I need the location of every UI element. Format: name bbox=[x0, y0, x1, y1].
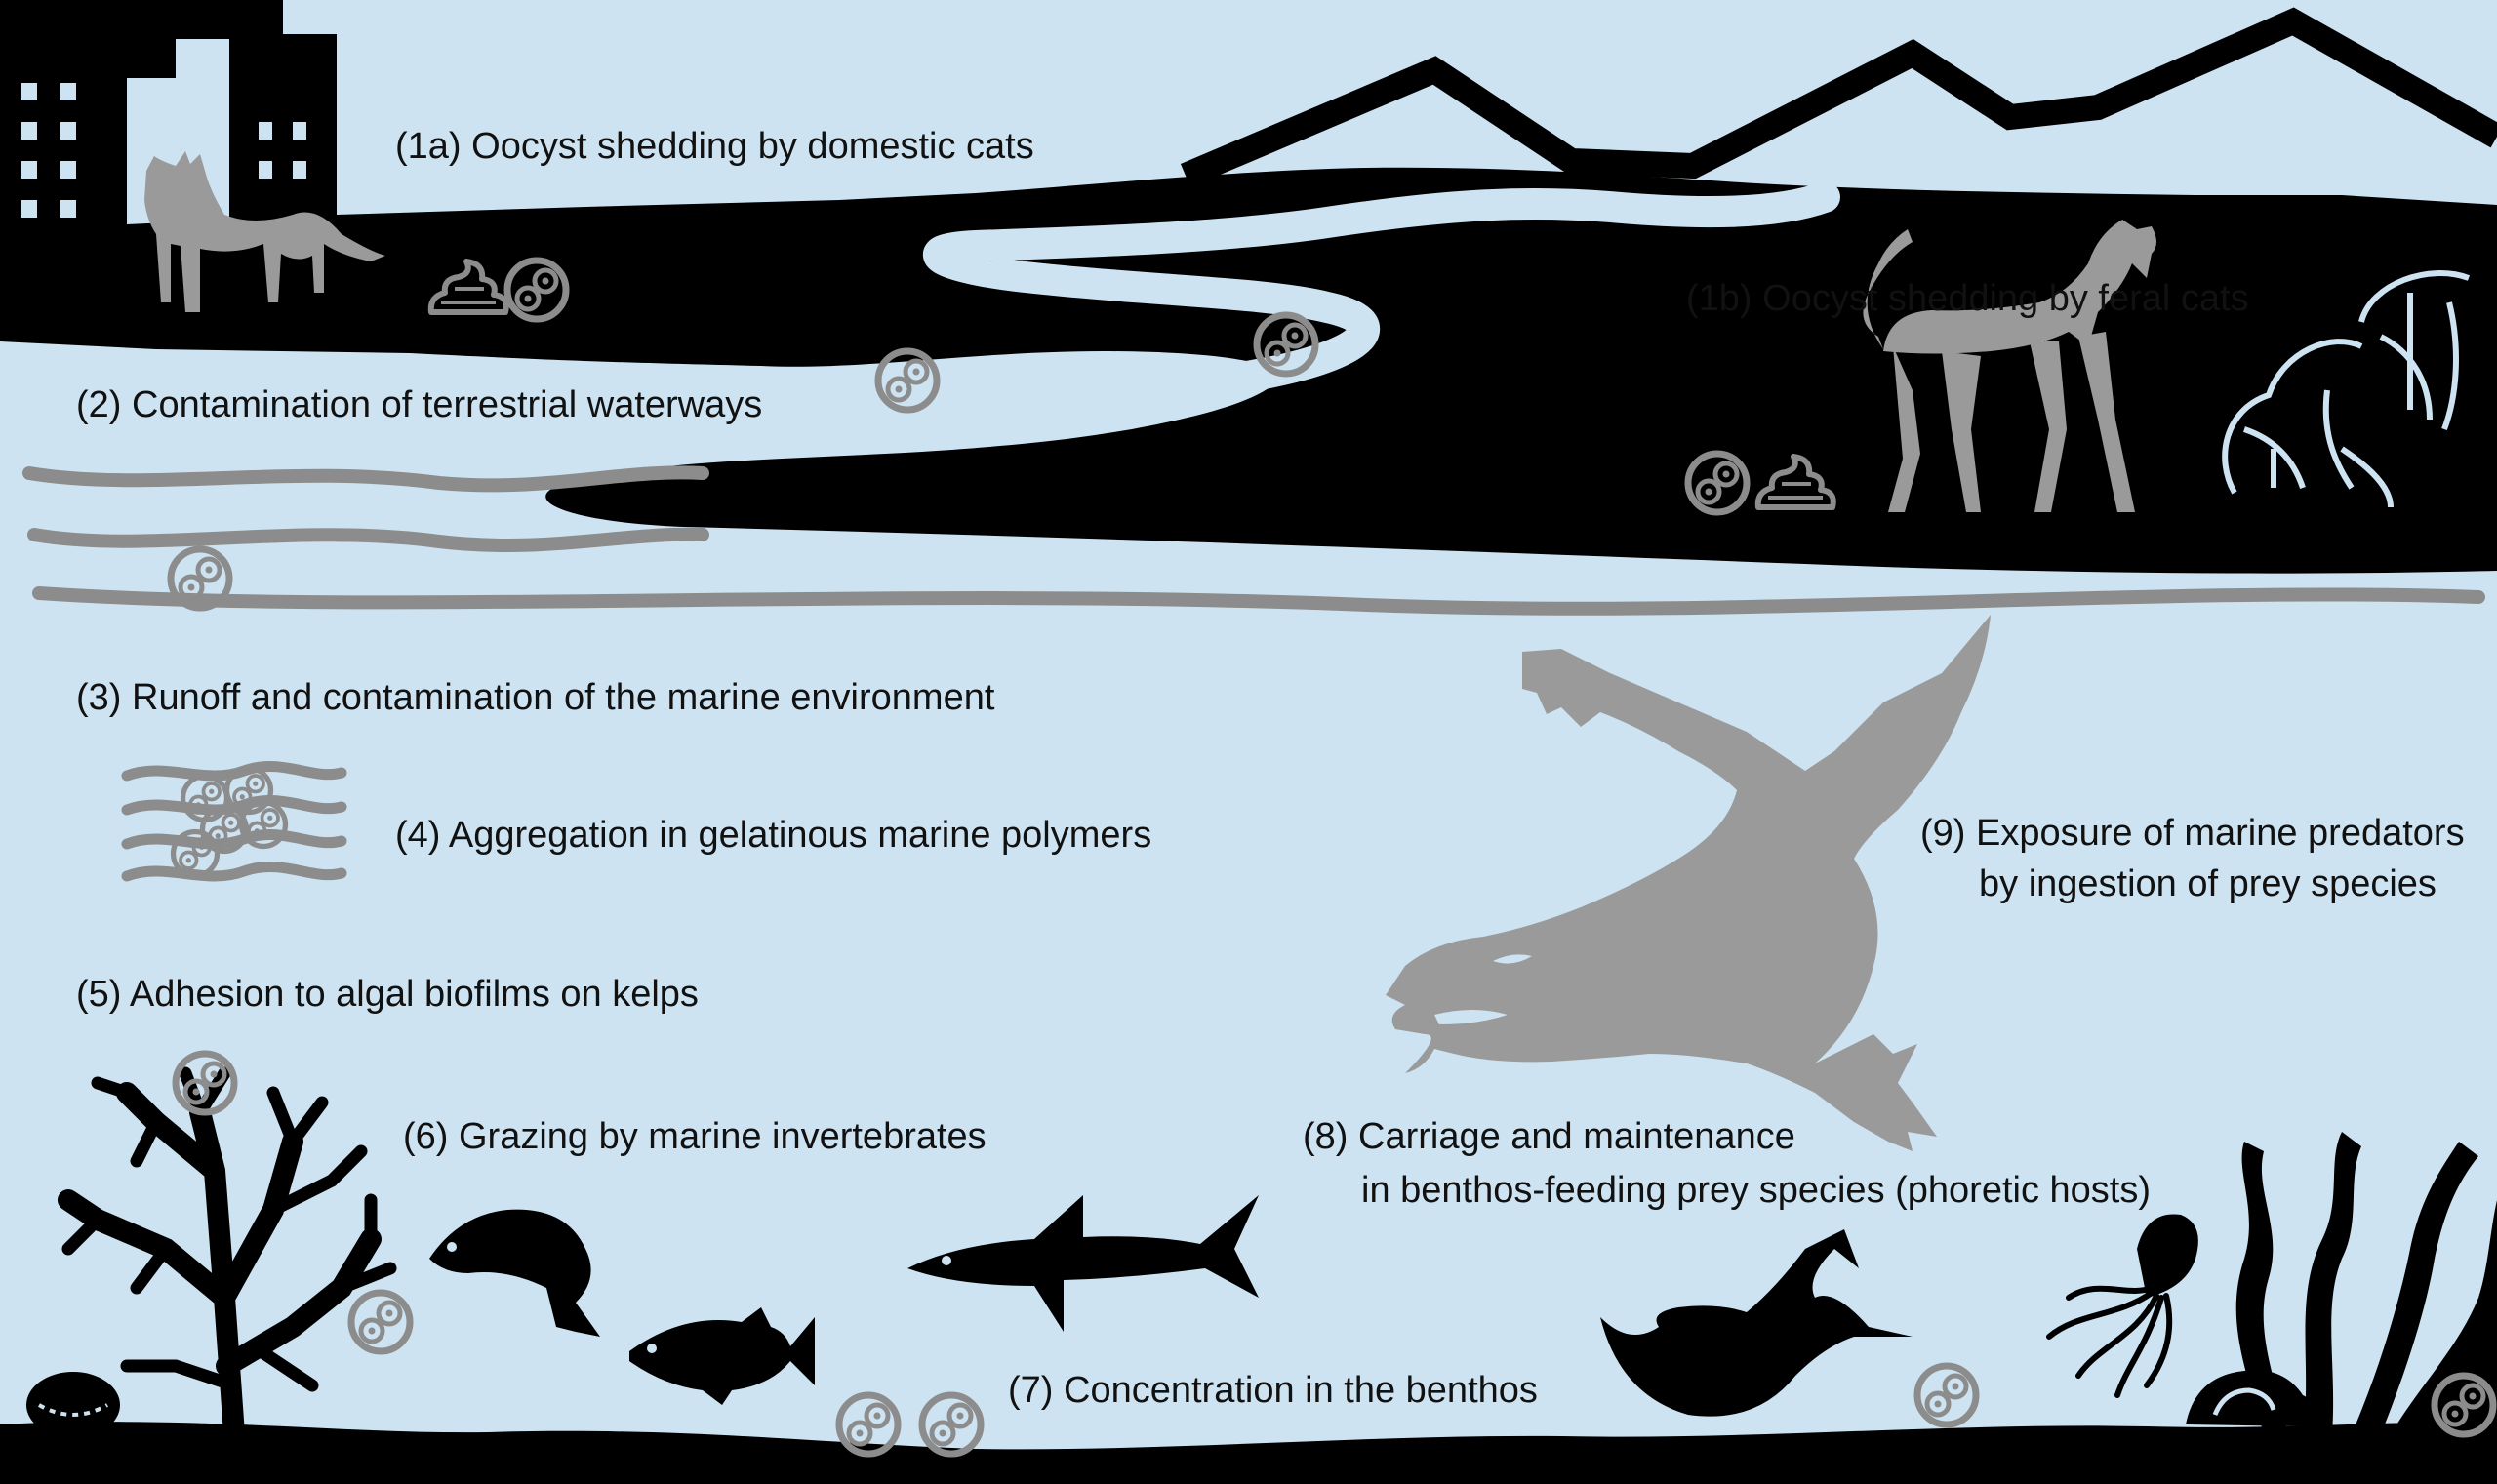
octopus-icon bbox=[2046, 1214, 2198, 1398]
runoff-streams bbox=[22, 465, 2485, 616]
domestic-cat-icon bbox=[144, 151, 385, 312]
label-benthos-concentration: (7) Concentration in the benthos bbox=[1008, 1370, 1538, 1411]
label-feral-cat-shedding: (1b) Oocyst shedding by feral cats bbox=[1686, 278, 2249, 319]
label-polymer-aggregation: (4) Aggregation in gelatinous marine pol… bbox=[395, 815, 1151, 856]
marine-polymer-aggregate bbox=[121, 761, 347, 882]
sea-lion-face-details bbox=[1434, 954, 1532, 1024]
label-predator-exposure-line1: (9) Exposure of marine predators bbox=[1920, 813, 2465, 854]
label-domestic-cat-shedding: (1a) Oocyst shedding by domestic cats bbox=[395, 126, 1034, 167]
label-predator-exposure-line2: by ingestion of prey species bbox=[1979, 863, 2437, 904]
seafloor bbox=[0, 1422, 2497, 1484]
carp-fish-icon bbox=[629, 1307, 815, 1405]
city-buildings bbox=[0, 0, 337, 249]
river bbox=[570, 181, 1840, 482]
sea-lion-icon bbox=[1386, 615, 1991, 1151]
stingray-icon bbox=[1600, 1229, 1913, 1417]
salmon-icon bbox=[429, 1209, 600, 1337]
label-invertebrate-grazing: (6) Grazing by marine invertebrates bbox=[403, 1116, 987, 1157]
label-kelp-adhesion: (5) Adhesion to algal biofilms on kelps bbox=[76, 974, 699, 1015]
sea-snail-icon bbox=[2186, 1370, 2322, 1426]
label-marine-runoff: (3) Runoff and contamination of the mari… bbox=[76, 677, 995, 718]
feral-cat-icon bbox=[1863, 220, 2156, 512]
shark-icon bbox=[907, 1195, 1259, 1332]
coral-icon bbox=[58, 1066, 397, 1445]
label-prey-carriage-line1: (8) Carriage and maintenance bbox=[1303, 1116, 1795, 1157]
clam-icon bbox=[26, 1372, 120, 1438]
label-waterway-contamination: (2) Contamination of terrestrial waterwa… bbox=[76, 384, 762, 425]
forest-trees bbox=[2198, 249, 2497, 508]
mountain-ridge bbox=[1180, 7, 2497, 187]
label-prey-carriage-line2: in benthos-feeding prey species (phoreti… bbox=[1361, 1170, 2151, 1211]
